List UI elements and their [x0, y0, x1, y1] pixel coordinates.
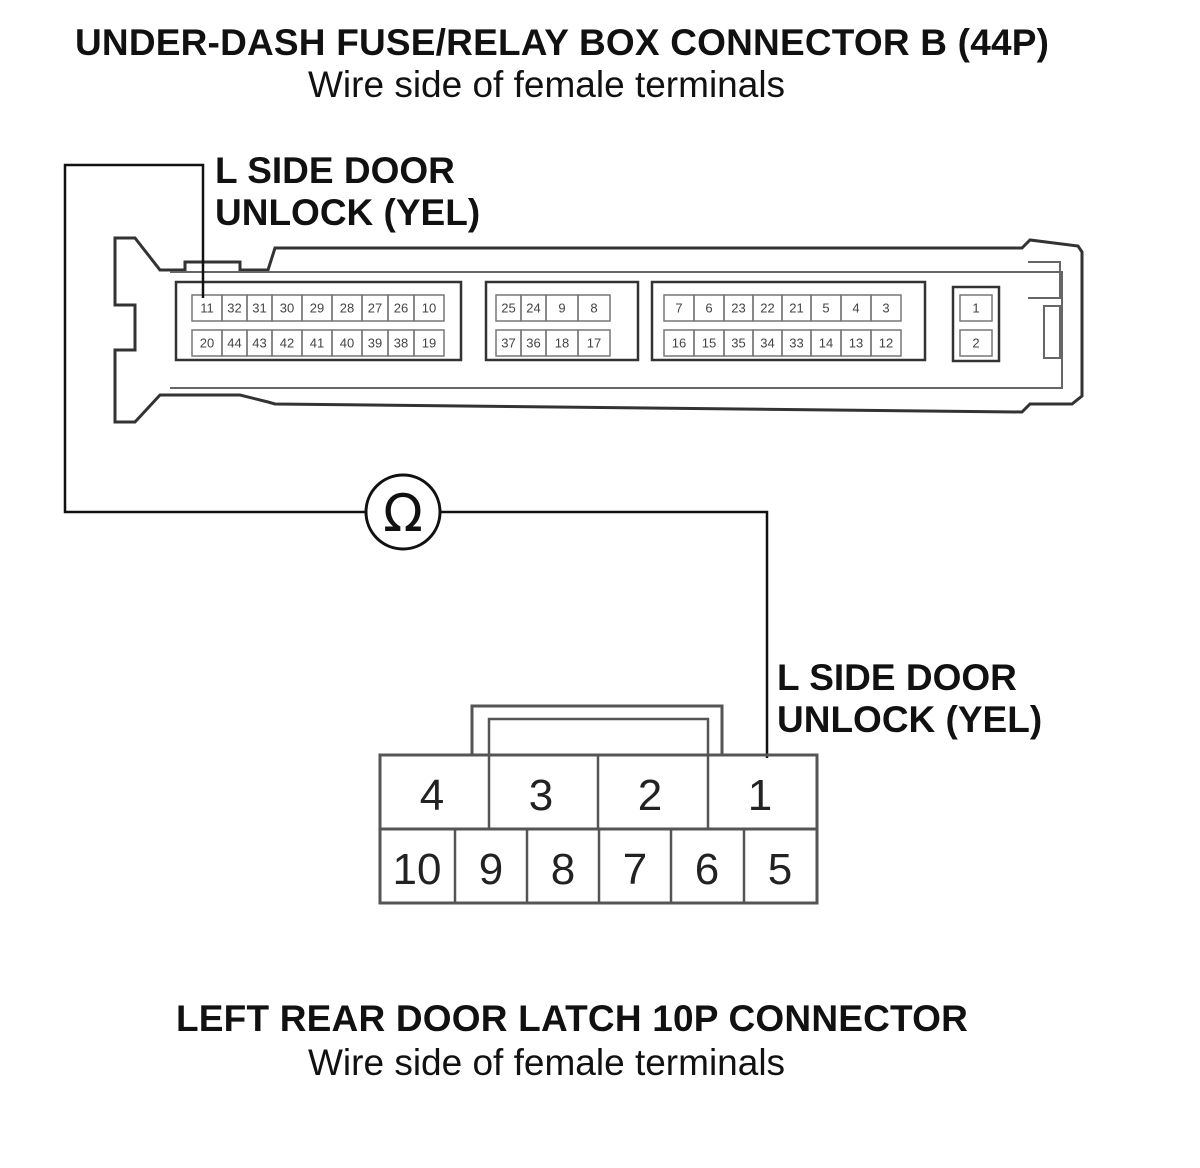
connector-latch-tab — [470, 704, 724, 755]
pin-label-25: 25 — [501, 301, 515, 316]
pin-label-24: 24 — [526, 301, 540, 316]
pin-label-16: 16 — [672, 336, 686, 351]
latch-pin-10: 10 — [393, 845, 442, 894]
latch-pin-3: 3 — [529, 771, 553, 820]
pin-label-20: 20 — [200, 336, 214, 351]
pin-label-6: 6 — [705, 301, 712, 316]
pin-label-21: 21 — [789, 301, 803, 316]
connector-latch-tab-inner — [487, 717, 710, 755]
pin-cell-2 — [959, 329, 993, 357]
latch-pin-2: 2 — [638, 771, 662, 820]
pin-label-26: 26 — [394, 301, 408, 316]
connector-b-pins-section-1: 11 32 31 30 29 28 27 26 10 20 44 43 42 41 40 39 38 19 — [191, 294, 445, 357]
pin-label-17: 17 — [587, 336, 601, 351]
pin-cell-19 — [413, 329, 445, 357]
probe-wire-bottom — [441, 510, 769, 758]
top-wire-label-line1: L SIDE DOOR — [215, 150, 455, 191]
pin-cell-12 — [870, 329, 902, 357]
pin-cell-8 — [577, 294, 611, 322]
pin-label-9: 9 — [558, 301, 565, 316]
connector-b-section-1 — [174, 280, 463, 362]
pin-label-15: 15 — [702, 336, 716, 351]
pin-label-36: 36 — [526, 336, 540, 351]
pin-label-19: 19 — [422, 336, 436, 351]
latch-pin-9: 9 — [479, 845, 503, 894]
connector-b-pins-section-4: 12 — [959, 294, 993, 357]
top-connector-title: UNDER-DASH FUSE/RELAY BOX CONNECTOR B (4… — [75, 22, 1050, 63]
latch-pin-1: 1 — [748, 771, 772, 820]
latch-pin-8: 8 — [551, 845, 575, 894]
connector-b-tab — [1043, 305, 1061, 359]
pin-label-39: 39 — [368, 336, 382, 351]
latch-pin-5: 5 — [768, 845, 792, 894]
pin-label-30: 30 — [280, 301, 294, 316]
bottom-connector-title: LEFT REAR DOOR LATCH 10P CONNECTOR — [176, 998, 969, 1039]
pin-label-2: 2 — [972, 336, 979, 351]
pin-label-8: 8 — [590, 301, 597, 316]
pin-label-22: 22 — [760, 301, 774, 316]
connector-b-section-3 — [650, 280, 927, 362]
pin-label-38: 38 — [394, 336, 408, 351]
pin-label-3: 3 — [882, 301, 889, 316]
bottom-wire-label-line1: L SIDE DOOR — [777, 657, 1017, 698]
pin-label-41: 41 — [310, 336, 324, 351]
pin-label-7: 7 — [675, 301, 682, 316]
top-wire-label-line2: UNLOCK (YEL) — [215, 192, 481, 233]
pin-label-18: 18 — [555, 336, 569, 351]
connector-b-latch — [1028, 261, 1061, 299]
pin-label-37: 37 — [501, 336, 515, 351]
pin-label-27: 27 — [368, 301, 382, 316]
pin-label-44: 44 — [227, 336, 241, 351]
connector-b-section-4 — [951, 285, 1001, 363]
pin-label-11: 11 — [200, 301, 214, 316]
top-wire-label: L SIDE DOOR UNLOCK (YEL) — [215, 150, 480, 234]
probe-wire-top — [63, 163, 365, 514]
connector-b-section-2 — [484, 280, 640, 362]
pin-label-10: 10 — [422, 301, 436, 316]
pin-label-40: 40 — [340, 336, 354, 351]
pin-label-42: 42 — [280, 336, 294, 351]
pin-label-43: 43 — [252, 336, 266, 351]
door-latch-connector-10p — [378, 704, 819, 905]
pin-label-4: 4 — [852, 301, 859, 316]
probe-wires — [63, 163, 769, 758]
pin-label-29: 29 — [310, 301, 324, 316]
latch-pin-6: 6 — [695, 845, 719, 894]
pin-label-31: 31 — [252, 301, 266, 316]
pin-label-32: 32 — [227, 301, 241, 316]
pin-cell-1 — [959, 294, 993, 322]
pin-label-14: 14 — [819, 336, 833, 351]
bottom-wire-label: L SIDE DOOR UNLOCK (YEL) — [777, 657, 1042, 741]
pin-label-1: 1 — [972, 301, 979, 316]
pin-label-34: 34 — [760, 336, 774, 351]
latch-pin-4: 4 — [420, 771, 444, 820]
pin-label-23: 23 — [731, 301, 745, 316]
pin-label-33: 33 — [789, 336, 803, 351]
top-connector-subtitle: Wire side of female terminals — [308, 64, 786, 105]
bottom-wire-label-line2: UNLOCK (YEL) — [777, 699, 1043, 740]
latch-pin-7: 7 — [623, 845, 647, 894]
bottom-connector-subtitle: Wire side of female terminals — [308, 1042, 786, 1083]
connector-b-pins-section-3: 7 6 23 22 21 5 4 3 16 15 35 34 33 14 13 12 — [663, 294, 902, 357]
pin-label-35: 35 — [731, 336, 745, 351]
pin-label-13: 13 — [849, 336, 863, 351]
ohmmeter-icon: Ω — [364, 473, 442, 551]
connector-b-pins-section-2: 25 24 9 8 37 36 18 17 — [495, 294, 611, 357]
connector-b-inner-body — [170, 271, 1063, 389]
pin-cell-3 — [870, 294, 902, 322]
ohm-symbol: Ω — [383, 484, 423, 544]
pin-label-5: 5 — [822, 301, 829, 316]
pin-cell-10 — [413, 294, 445, 322]
pin-label-28: 28 — [340, 301, 354, 316]
pin-label-12: 12 — [879, 336, 893, 351]
pin-cell-17 — [577, 329, 611, 357]
